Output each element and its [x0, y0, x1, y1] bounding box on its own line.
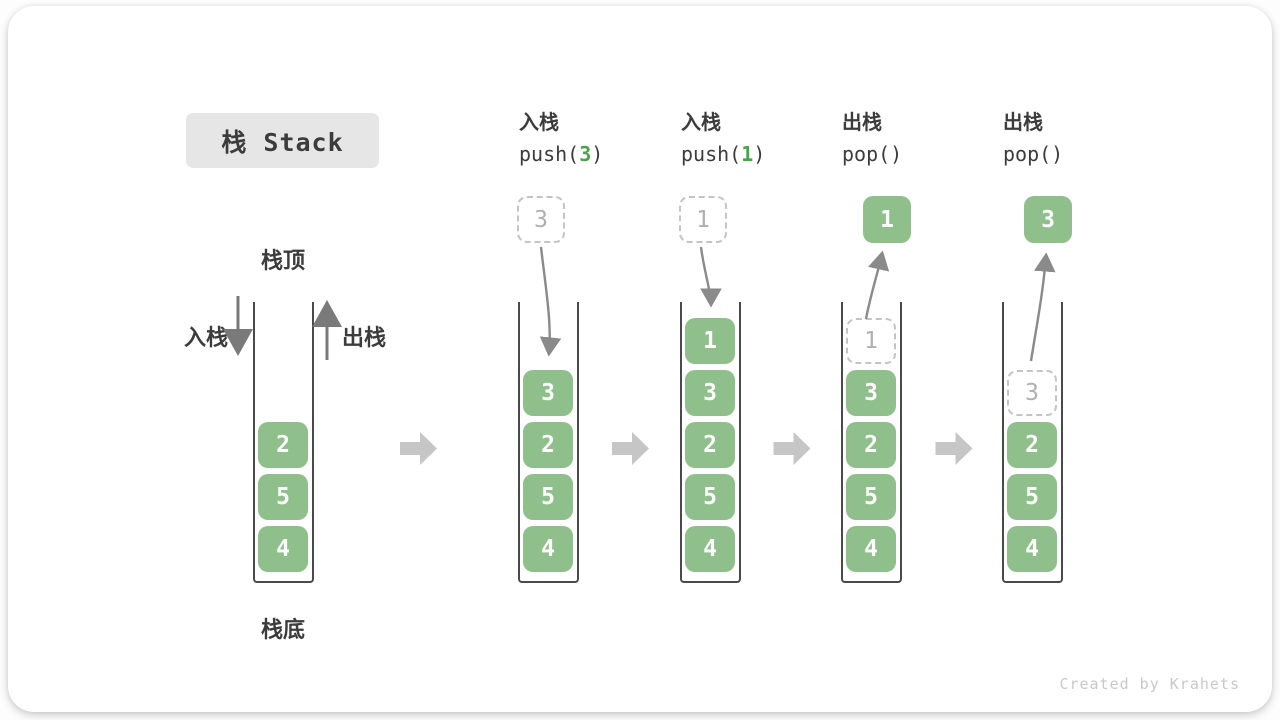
stack-container-5 [1002, 302, 1063, 583]
pop-side-label: 出栈 [342, 325, 387, 350]
stack-cell: 5 [846, 474, 896, 520]
code-text: ) [591, 142, 604, 166]
code-text: pop() [842, 142, 903, 166]
stack-cell: 4 [1007, 526, 1057, 572]
stack-cell: 2 [523, 422, 573, 468]
stack-cell: 5 [685, 474, 735, 520]
operation-code-4: pop() [842, 142, 902, 166]
stack-bottom-label: 栈底 [260, 617, 305, 642]
operation-label-2: 入栈 [519, 112, 559, 134]
stack-cell: 3 [846, 370, 896, 416]
operation-label-3: 入栈 [681, 112, 721, 134]
operation-code-3: push(1) [681, 142, 765, 166]
stack-cell: 4 [258, 526, 308, 572]
pushed-value-box-2: 3 [517, 196, 565, 243]
stack-container-4 [841, 302, 902, 583]
stack-cell: 5 [1007, 474, 1057, 520]
operation-label-5: 出栈 [1003, 112, 1043, 134]
code-argument: 3 [579, 142, 592, 166]
stack-container-3 [680, 302, 741, 583]
operation-code-2: push(3) [519, 142, 603, 166]
stack-cell: 2 [1007, 422, 1057, 468]
code-text: push( [519, 142, 580, 166]
code-text: ) [753, 142, 766, 166]
stack-cell: 4 [846, 526, 896, 572]
pushed-value-box-3: 1 [679, 196, 727, 243]
diagram-title: 栈 Stack [186, 113, 379, 168]
code-argument: 1 [741, 142, 754, 166]
stack-cell: 2 [258, 422, 308, 468]
popped-value-box-5: 3 [1024, 196, 1072, 243]
stack-container-1 [253, 302, 314, 583]
push-side-label: 入栈 [183, 325, 228, 350]
popped-value-box-4: 1 [863, 196, 911, 243]
diagram-card [8, 6, 1272, 712]
stack-cell: 3 [523, 370, 573, 416]
code-text: push( [681, 142, 742, 166]
operation-code-5: pop() [1003, 142, 1063, 166]
stack-ghost-cell: 1 [846, 318, 896, 364]
stack-top-label: 栈顶 [260, 248, 305, 273]
operation-label-4: 出栈 [842, 112, 882, 134]
stack-cell: 5 [523, 474, 573, 520]
stack-container-2 [518, 302, 579, 583]
stack-cell: 1 [685, 318, 735, 364]
stack-ghost-cell: 3 [1007, 370, 1057, 416]
stack-cell: 4 [523, 526, 573, 572]
code-text: pop() [1003, 142, 1064, 166]
stack-cell: 3 [685, 370, 735, 416]
stack-cell: 5 [258, 474, 308, 520]
stack-cell: 4 [685, 526, 735, 572]
stack-cell: 2 [846, 422, 896, 468]
stack-cell: 2 [685, 422, 735, 468]
watermark: Created by Krahets [1059, 675, 1240, 693]
